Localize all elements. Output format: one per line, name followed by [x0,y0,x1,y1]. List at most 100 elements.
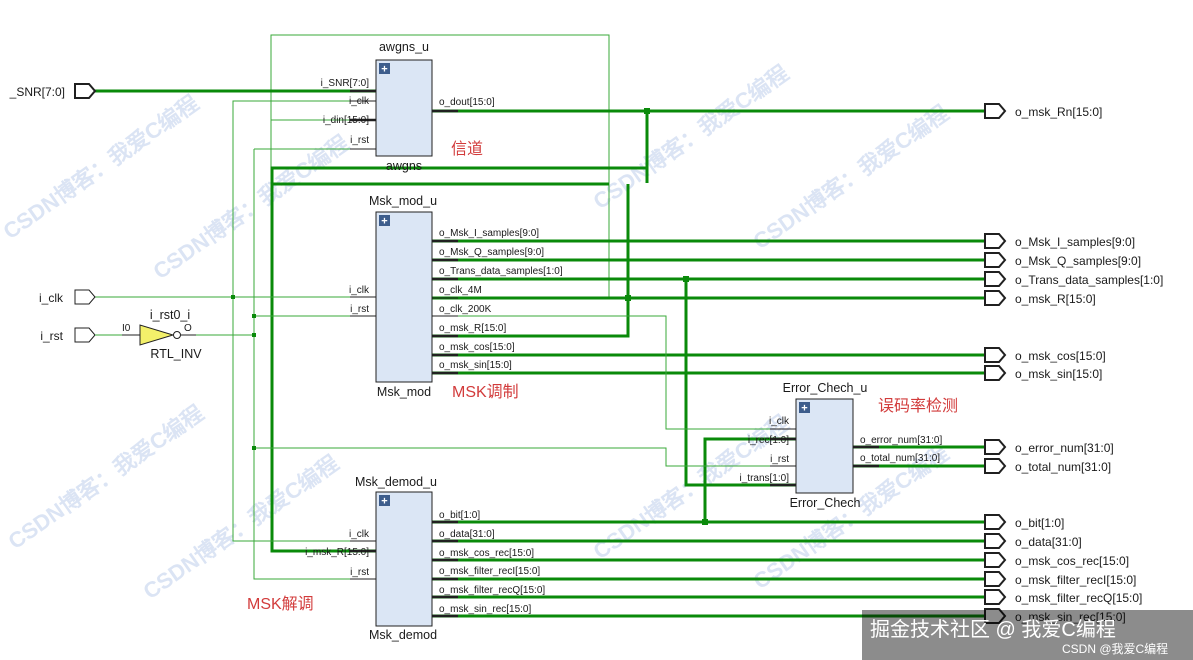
top-output-msk-sin[interactable]: o_msk_sin[15:0] [984,365,1102,381]
top-output-msk-r[interactable]: o_msk_R[15:0] [984,290,1096,306]
port-label: i_clk [39,291,64,305]
port-label: o_msk_R[15:0] [1015,292,1096,306]
top-output-trans-data-samples[interactable]: o_Trans_data_samples[1:0] [984,271,1163,287]
top-input-rst[interactable]: i_rst [40,327,96,343]
awgns-pin-din: i_din[15:0] [323,115,369,126]
mod-pin-out-0: o_Msk_I_samples[9:0] [439,228,539,239]
err-instance-name: Error_Chech_u [783,381,868,395]
top-output-msk-i-samples[interactable]: o_Msk_I_samples[9:0] [984,233,1135,249]
demod-pin-out-2: o_msk_cos_rec[15:0] [439,548,534,559]
footer-main-text: 掘金技术社区 @ 我爱C编程 [870,618,1116,641]
port-label: o_msk_filter_recI[15:0] [1015,573,1136,587]
mod-pin-out-7: o_msk_sin[15:0] [439,360,512,371]
awgns-pin-dout: o_dout[15:0] [439,97,495,108]
mod-pin-out-3: o_clk_4M [439,285,482,296]
awgns-module[interactable]: awgns_u + awgns i_SNR[7:0] i_clk i_din[1… [321,40,495,173]
expand-icon[interactable] [799,402,810,413]
port-label: o_msk_filter_recQ[15:0] [1015,591,1142,605]
demod-pin-out-5: o_msk_sin_rec[15:0] [439,604,531,615]
err-pin-clk: i_clk [769,416,790,427]
err-pin-rec: i_rec[1:0] [748,435,789,446]
watermark-6: CSDN博客：我爱C编程 [139,450,344,604]
port-label: o_msk_Rn[15:0] [1015,105,1102,119]
top-output-total-num[interactable]: o_total_num[31:0] [984,458,1111,474]
top-output-error-num[interactable]: o_error_num[31:0] [984,439,1114,455]
plus-glyph: + [381,496,387,508]
mod-pin-out-4: o_clk_200K [439,304,492,315]
demod-pin-clk: i_clk [349,529,370,540]
awgns-pin-snr: i_SNR[7:0] [321,78,370,89]
top-input-clk[interactable]: i_clk [39,289,96,305]
err-label: 误码率检测 [878,397,958,415]
port-label: _SNR[7:0] [9,85,65,99]
plus-glyph: + [381,216,387,228]
demod-cell-name: Msk_demod [369,628,437,642]
awgns-instance-name: awgns_u [379,40,429,54]
expand-icon[interactable] [379,63,390,74]
watermark-1: CSDN博客：我爱C编程 [0,90,203,244]
expand-icon[interactable] [379,495,390,506]
port-label: i_rst [40,329,63,343]
port-label: o_error_num[31:0] [1015,441,1114,455]
awgns-pin-rst: i_rst [350,135,369,146]
port-label: o_msk_sin[15:0] [1015,367,1102,381]
watermark-5: CSDN博客：我爱C编程 [4,400,209,554]
output-ports: o_msk_Rn[15:0] o_Msk_I_samples[9:0] o_Ms… [984,103,1163,624]
demod-pin-msk-r: i_msk_R[15:0] [305,547,369,558]
port-label: o_bit[1:0] [1015,516,1064,530]
port-label: o_Msk_Q_samples[9:0] [1015,254,1141,268]
err-pin-rst: i_rst [770,454,789,465]
footer-sub-text: CSDN @我爱C编程 [1062,641,1168,656]
port-label: o_total_num[31:0] [1015,460,1111,474]
junctions [231,108,708,525]
inv-cell-name: RTL_INV [150,347,202,361]
top-output-bit[interactable]: o_bit[1:0] [984,514,1064,530]
awgns-label: 信道 [451,140,483,158]
top-output-msk-filter-recq[interactable]: o_msk_filter_recQ[15:0] [984,589,1142,605]
inv-pin-out: O [184,323,192,334]
port-label: o_msk_sin_rec[15:0] [1015,610,1126,624]
port-label: o_msk_cos_rec[15:0] [1015,554,1129,568]
awgns-pin-clk: i_clk [349,96,370,107]
mod-pin-out-2: o_Trans_data_samples[1:0] [439,266,563,277]
err-pin-error-num: o_error_num[31:0] [860,435,942,446]
wires [95,89,985,618]
mod-instance-name: Msk_mod_u [369,194,437,208]
msk-demod-module[interactable]: Msk_demod_u + Msk_demod i_clk i_msk_R[15… [305,475,545,642]
rtl-inv-gate[interactable]: i_rst0_i I0 O RTL_INV [122,308,202,361]
demod-pin-out-1: o_data[31:0] [439,529,495,540]
top-output-msk-sin-rec[interactable]: o_msk_sin_rec[15:0] [984,608,1126,624]
top-output-msk-filter-reci[interactable]: o_msk_filter_recI[15:0] [984,571,1136,587]
demod-pin-rst: i_rst [350,567,369,578]
top-output-msk-cos[interactable]: o_msk_cos[15:0] [984,347,1106,363]
mod-pin-out-1: o_Msk_Q_samples[9:0] [439,247,544,258]
top-output-msk-rn[interactable]: o_msk_Rn[15:0] [984,103,1102,119]
top-output-msk-cos-rec[interactable]: o_msk_cos_rec[15:0] [984,552,1129,568]
mod-pin-rst: i_rst [350,304,369,315]
error-chech-module[interactable]: Error_Chech_u + Error_Chech i_clk i_rec[… [740,381,943,510]
port-label: o_msk_cos[15:0] [1015,349,1106,363]
demod-label: MSK解调 [247,595,314,613]
mod-label: MSK调制 [452,383,519,401]
plus-glyph: + [381,64,387,76]
watermark-3: CSDN博客：我爱C编程 [589,60,794,214]
top-output-msk-q-samples[interactable]: o_Msk_Q_samples[9:0] [984,252,1141,268]
footer-overlay: 掘金技术社区 @ 我爱C编程 CSDN @我爱C编程 [862,610,1193,660]
top-output-data[interactable]: o_data[31:0] [984,533,1082,549]
watermark-2: CSDN博客：我爱C编程 [149,130,354,284]
top-input-snr[interactable]: _SNR[7:0] [9,83,97,99]
msk-mod-module[interactable]: Msk_mod_u + Msk_mod i_clk i_rst o_Msk_I_… [349,194,563,399]
inv-pin-in: I0 [122,323,131,334]
mod-pin-out-5: o_msk_R[15:0] [439,323,506,334]
mod-cell-name: Msk_mod [377,385,431,399]
demod-instance-name: Msk_demod_u [355,475,437,489]
inv-instance-name: i_rst0_i [150,308,190,322]
awgns-cell-name: awgns [386,159,422,173]
err-pin-trans: i_trans[1:0] [740,473,790,484]
mod-pin-out-6: o_msk_cos[15:0] [439,342,515,353]
demod-pin-out-3: o_msk_filter_recI[15:0] [439,566,540,577]
expand-icon[interactable] [379,215,390,226]
err-cell-name: Error_Chech [790,496,861,510]
watermark-4: CSDN博客：我爱C编程 [749,100,954,254]
